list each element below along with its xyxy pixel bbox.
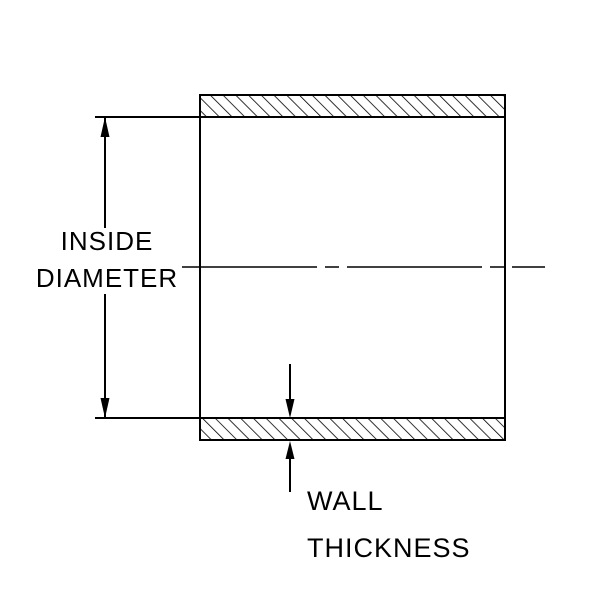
inside-diameter-label-line2: DIAMETER — [36, 263, 178, 293]
inside-diameter-label-line1: INSIDE — [61, 226, 154, 256]
wall-thickness-label-line1: WALL — [307, 486, 384, 516]
wall-thickness-arrow-down-icon — [285, 399, 295, 418]
bottom-wall-hatch-band — [199, 417, 506, 441]
wall-thickness-arrow-up-icon — [285, 441, 295, 459]
top-wall-hatch-band — [199, 94, 506, 118]
wall-thickness-label-line2: THICKNESS — [307, 533, 471, 563]
inside-diameter-arrow-down-icon — [100, 398, 110, 418]
inside-diameter-arrow-up-icon — [100, 117, 110, 137]
